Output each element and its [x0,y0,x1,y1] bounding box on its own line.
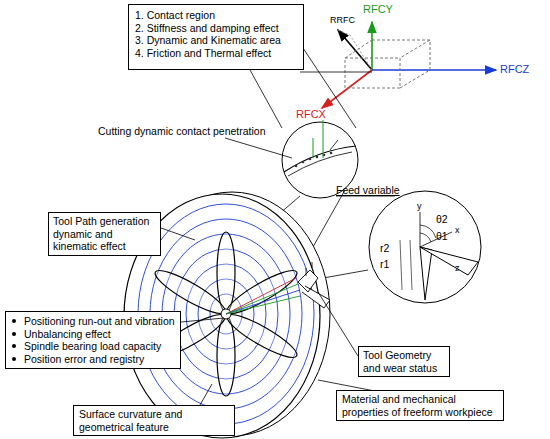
axis-label: RRFC [330,14,355,26]
symbol-label: θ2 [436,213,448,225]
bullet-dot [12,319,16,323]
symbol-label: y [417,200,422,212]
annotation-text: Cutting dynamic contact penetration [98,125,266,137]
symbol-label: r2 [380,242,389,254]
numbered-list-box: 1. Contact region2. Stiffness and dampin… [128,4,304,70]
axis-label: RFCZ [500,63,529,75]
symbol-label: z [455,262,460,274]
bullet-item: Spindle bearing load capacity [24,340,176,353]
axis-label: RFCY [363,3,393,15]
list-item: 1. Contact region [135,9,297,22]
bullet-item: Unbalancing effect [24,328,176,341]
annotation-box: Tool Geometry and wear status [358,346,450,377]
bullet-list-box: Positioning run-out and vibrationUnbalan… [5,311,181,369]
bullet-dot [12,344,16,348]
bullet-dot [12,332,16,336]
box-text: Surface curvature and geometrical featur… [79,408,229,433]
box-text: Tool Path generation dynamic and kinemat… [53,215,156,253]
bullet-dot [12,357,16,361]
bullet-item: Positioning run-out and vibration [24,315,176,328]
axis-label: RFCX [296,108,326,120]
list-item: 4. Friction and Thermal effect [135,47,297,60]
symbol-label: x [455,224,460,236]
box-text: Tool Geometry and wear status [363,349,445,374]
annotation-box: Tool Path generation dynamic and kinemat… [48,212,161,256]
annotation-box: Surface curvature and geometrical featur… [73,405,235,436]
annotation-text: Feed variable [336,184,400,196]
bullet-item: Position error and registry [24,353,176,366]
list-item: 2. Stiffness and damping effect [135,22,297,35]
annotation-box: Material and mechanical properties of fr… [336,390,504,421]
box-text: Material and mechanical properties of fr… [342,393,498,418]
list-item: 3. Dynamic and Kinematic area [135,34,297,47]
symbol-label: r1 [380,258,389,270]
symbol-label: θ1 [436,230,448,242]
